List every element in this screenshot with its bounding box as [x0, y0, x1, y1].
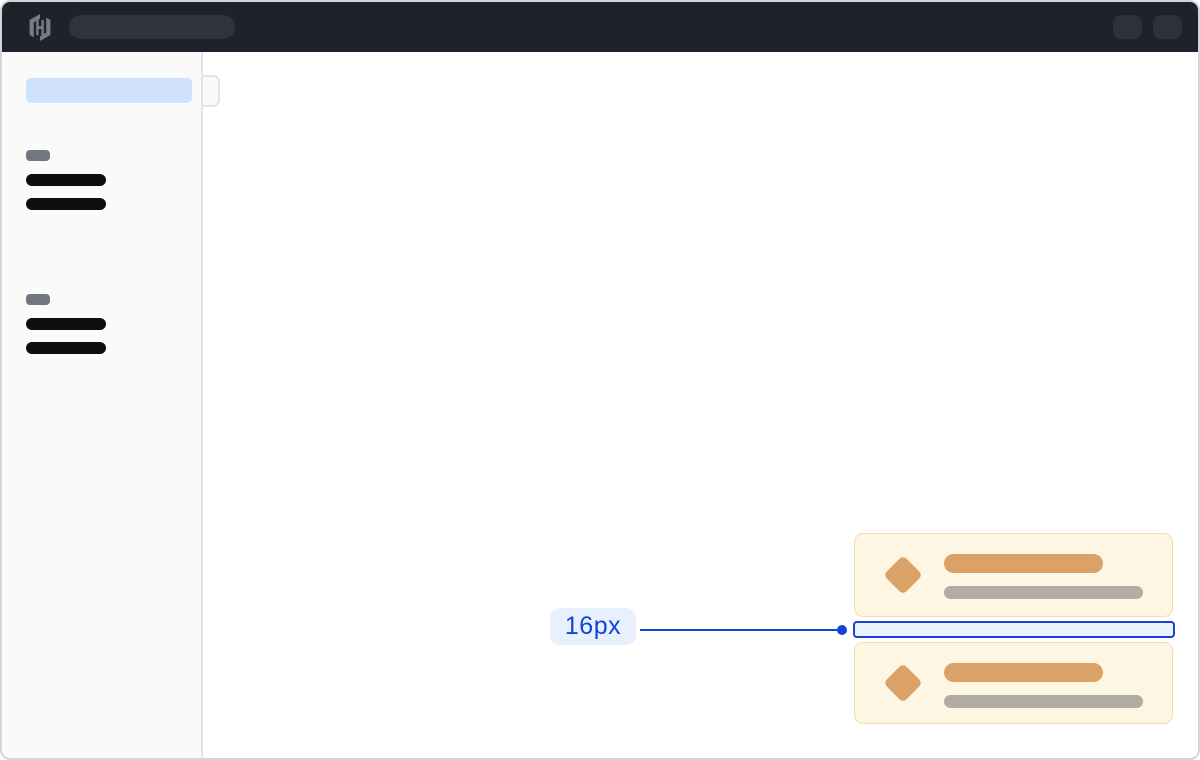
- main-content: 16px: [203, 52, 1198, 758]
- sidebar-group-1-item-skeleton[interactable]: [26, 174, 106, 186]
- list-card[interactable]: [854, 642, 1173, 724]
- sidebar-group-2-item-skeleton[interactable]: [26, 318, 106, 330]
- sidebar-group-1-item-skeleton[interactable]: [26, 198, 106, 210]
- header-action-skeleton-2[interactable]: [1153, 15, 1182, 39]
- spacing-measure-dot: [837, 624, 847, 635]
- hashicorp-logo-icon[interactable]: [28, 13, 52, 41]
- nav-search-skeleton[interactable]: [69, 15, 235, 39]
- header-action-skeleton-1[interactable]: [1113, 15, 1142, 39]
- sidebar-toggle-handle[interactable]: [203, 75, 220, 107]
- card-subtitle-skeleton: [944, 586, 1143, 599]
- card-subtitle-skeleton: [944, 695, 1143, 708]
- spacing-highlight-rect: [853, 621, 1175, 638]
- diamond-icon: [883, 663, 923, 703]
- card-title-skeleton: [944, 554, 1103, 573]
- sidebar: [2, 52, 203, 758]
- spacing-measure-label: 16px: [550, 608, 636, 645]
- sidebar-active-item-skeleton[interactable]: [26, 78, 192, 103]
- diamond-icon: [883, 555, 923, 595]
- card-title-skeleton: [944, 663, 1103, 682]
- sidebar-group-2-item-skeleton[interactable]: [26, 342, 106, 354]
- sidebar-group-2-heading-skeleton: [26, 294, 50, 305]
- app-body: 16px: [2, 52, 1198, 758]
- list-card[interactable]: [854, 533, 1173, 617]
- spacing-measure-line: [640, 628, 842, 631]
- top-nav: [2, 2, 1198, 52]
- sidebar-group-1-heading-skeleton: [26, 150, 50, 161]
